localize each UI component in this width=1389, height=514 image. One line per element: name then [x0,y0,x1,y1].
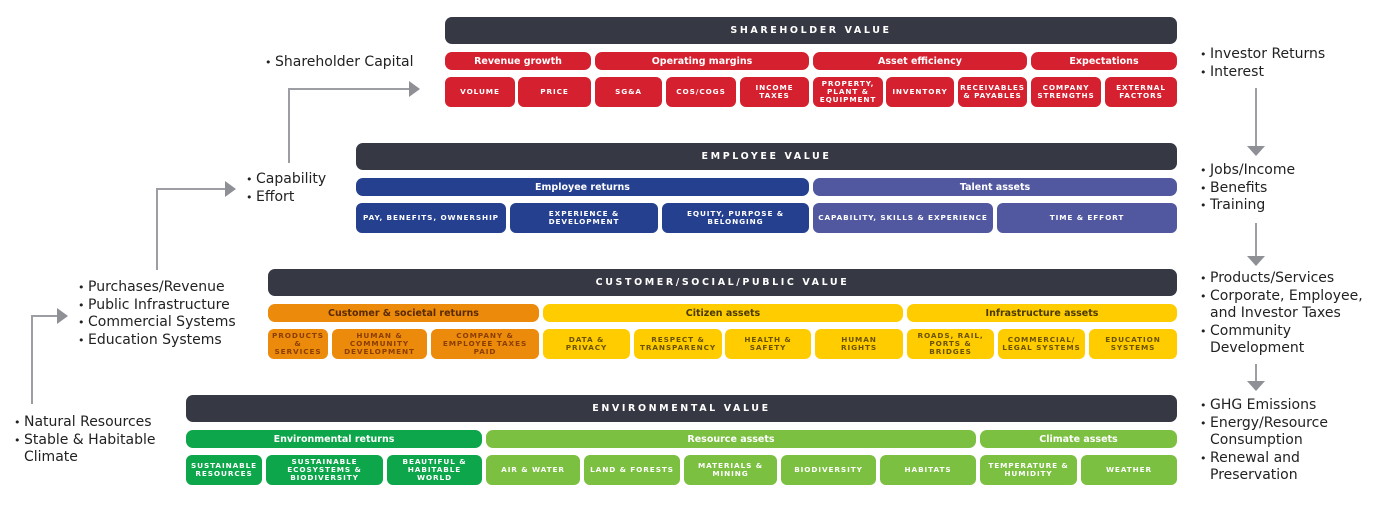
customer-outputs-list: Products/Services Corporate, Employee, a… [1200,270,1380,358]
note-item: Benefits [1200,180,1295,198]
environmental-value-header: ENVIRONMENTAL VALUE [186,395,1177,422]
note-item: Corporate, Employee, and Investor Taxes [1200,288,1380,323]
arrow-down-icon [1247,256,1265,266]
connector-line [1255,223,1257,256]
cell-data-privacy: DATA & PRIVACY [543,329,630,359]
arrow-down-icon [1247,381,1265,391]
cell-experience-development: EXPERIENCE & DEVELOPMENT [510,203,658,233]
connector-line [288,88,410,90]
note-item: Community Development [1200,323,1380,358]
cell-volume: VOLUME [445,77,515,107]
cell-income-taxes: INCOME TAXES [740,77,809,107]
category-resource-assets: Resource assets [486,430,976,448]
category-citizen-assets: Citizen assets [543,304,903,322]
note-item: Interest [1200,64,1325,82]
cell-commercial-legal-systems: COMMERCIAL/ LEGAL SYSTEMS [998,329,1085,359]
note-item: Investor Returns [1200,46,1325,64]
cell-capability-skills-experience: CAPABILITY, SKILLS & EXPERIENCE [813,203,993,233]
note-item: Renewal and Preservation [1200,450,1380,485]
shareholder-outputs-list: Investor Returns Interest [1200,46,1325,81]
connector-line [156,188,158,270]
category-infrastructure-assets: Infrastructure assets [907,304,1177,322]
cell-materials-mining: MATERIALS & MINING [684,455,777,485]
note-item: Products/Services [1200,270,1380,288]
connector-line [288,88,290,163]
cell-receivables-payables: RECEIVABLES & PAYABLES [958,77,1027,107]
cell-time-effort: TIME & EFFORT [997,203,1177,233]
cell-human-community-development: HUMAN & COMMUNITY DEVELOPMENT [332,329,427,359]
category-expectations: Expectations [1031,52,1177,70]
note-item: Jobs/Income [1200,162,1295,180]
employee-outputs-list: Jobs/Income Benefits Training [1200,162,1295,215]
category-environmental-returns: Environmental returns [186,430,482,448]
category-operating-margins: Operating margins [595,52,809,70]
note-item: Stable & Habitable Climate [14,432,174,467]
customer-social-public-value-header: CUSTOMER/SOCIAL/PUBLIC VALUE [268,269,1177,296]
note-item: Natural Resources [14,414,174,432]
cell-external-factors: EXTERNAL FACTORS [1105,77,1177,107]
cell-property-plant-equipment: PROPERTY, PLANT & EQUIPMENT [813,77,883,107]
cell-pay-benefits-ownership: PAY, BENEFITS, OWNERSHIP [356,203,506,233]
cell-equity-purpose-belonging: EQUITY, PURPOSE & BELONGING [662,203,809,233]
note-item: Purchases/Revenue [78,279,236,297]
note-item: GHG Emissions [1200,397,1380,415]
cell-education-systems: EDUCATION SYSTEMS [1089,329,1177,359]
cell-weather: WEATHER [1081,455,1177,485]
environment-inputs-list: Natural Resources Stable & Habitable Cli… [14,414,174,467]
cell-products-services: PRODUCTS & SERVICES [268,329,328,359]
cell-health-safety: HEALTH & SAFETY [725,329,811,359]
employee-value-header: EMPLOYEE VALUE [356,143,1177,170]
category-climate-assets: Climate assets [980,430,1177,448]
customer-inputs-list: Purchases/Revenue Public Infrastructure … [78,279,236,349]
environment-outputs-list: GHG Emissions Energy/Resource Consumptio… [1200,397,1380,485]
arrow-down-icon [1247,146,1265,156]
note-item: Capability [246,171,326,189]
note-item: Education Systems [78,332,236,350]
cell-sustainable-resources: SUSTAINABLE RESOURCES [186,455,262,485]
cell-beautiful-habitable-world: BEAUTIFUL & HABITABLE WORLD [387,455,482,485]
cell-company-strengths: COMPANY STRENGTHS [1031,77,1101,107]
note-item: Shareholder Capital [265,54,414,72]
cell-habitats: HABITATS [880,455,976,485]
connector-line [1255,364,1257,381]
connector-line [31,315,58,317]
cell-price: PRICE [518,77,591,107]
connector-line [156,188,226,190]
cell-sustainable-ecosystems-biodiversity: SUSTAINABLE ECOSYSTEMS & BIODIVERSITY [266,455,383,485]
employee-inputs-list: Capability Effort [246,171,326,206]
category-talent-assets: Talent assets [813,178,1177,196]
category-employee-returns: Employee returns [356,178,809,196]
note-item: Commercial Systems [78,314,236,332]
cell-land-forests: LAND & FORESTS [584,455,680,485]
connector-line [31,315,33,404]
cell-company-employee-taxes-paid: COMPANY & EMPLOYEE TAXES PAID [431,329,539,359]
cell-sga: SG&A [595,77,662,107]
cell-roads-rail-ports-bridges: ROADS, RAIL, PORTS & BRIDGES [907,329,994,359]
arrow-right-icon [57,308,68,324]
category-customer-societal-returns: Customer & societal returns [268,304,539,322]
arrow-right-icon [225,181,236,197]
cell-cos-cogs: COS/COGS [666,77,736,107]
arrow-right-icon [409,81,420,97]
category-asset-efficiency: Asset efficiency [813,52,1027,70]
cell-biodiversity: BIODIVERSITY [781,455,876,485]
cell-inventory: INVENTORY [886,77,954,107]
cell-air-water: AIR & WATER [486,455,580,485]
cell-temperature-humidity: TEMPERATURE & HUMIDITY [980,455,1077,485]
note-item: Energy/Resource Consumption [1200,415,1380,450]
shareholder-value-header: SHAREHOLDER VALUE [445,17,1177,44]
cell-human-rights: HUMAN RIGHTS [815,329,903,359]
category-revenue-growth: Revenue growth [445,52,591,70]
connector-line [1255,88,1257,146]
note-item: Public Infrastructure [78,297,236,315]
note-item: Training [1200,197,1295,215]
shareholder-inputs-list: Shareholder Capital [265,54,414,72]
note-item: Effort [246,189,326,207]
cell-respect-transparency: RESPECT & TRANSPARENCY [634,329,722,359]
